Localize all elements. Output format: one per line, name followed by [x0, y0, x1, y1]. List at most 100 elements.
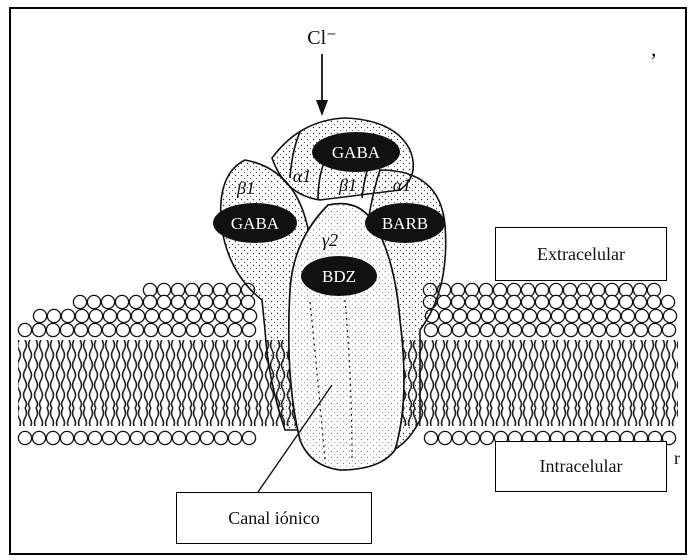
phospholipid-head [171, 295, 184, 308]
phospholipid-head [565, 309, 578, 322]
phospholipid-head [116, 431, 129, 444]
subunit-label-alpha1-right: α1 [393, 175, 411, 195]
phospholipid-head [578, 323, 591, 336]
phospholipid-head [621, 309, 634, 322]
phospholipid-head [171, 283, 184, 296]
subunit-label-beta1-left: β1 [236, 178, 255, 198]
phospholipid-head [452, 323, 465, 336]
phospholipid-head [438, 431, 451, 444]
phospholipid-head [87, 295, 100, 308]
phospholipid-head [605, 295, 618, 308]
intracellular-label: Intracelular [495, 441, 667, 492]
phospholipid-head [47, 309, 60, 322]
phospholipid-head [74, 431, 87, 444]
phospholipid-head [172, 323, 185, 336]
phospholipid-head [424, 323, 437, 336]
phospholipid-head [451, 283, 464, 296]
phospholipid-head [466, 323, 479, 336]
phospholipid-head [60, 323, 73, 336]
phospholipid-head [75, 309, 88, 322]
phospholipid-head [143, 295, 156, 308]
phospholipid-head [103, 309, 116, 322]
phospholipid-head [61, 309, 74, 322]
phospholipid-head [173, 309, 186, 322]
phospholipid-head [242, 431, 255, 444]
phospholipid-head [607, 309, 620, 322]
phospholipid-head [32, 431, 45, 444]
phospholipid-head [186, 431, 199, 444]
phospholipid-head [33, 309, 46, 322]
phospholipid-head [32, 323, 45, 336]
bdz-site-label: BDZ [322, 267, 356, 286]
phospholipid-head [563, 283, 576, 296]
phospholipid-head [662, 323, 675, 336]
extracellular-label: Extracelular [495, 227, 667, 281]
phospholipid-head [479, 295, 492, 308]
phospholipid-head [663, 309, 676, 322]
phospholipid-head [227, 283, 240, 296]
phospholipid-head [115, 295, 128, 308]
phospholipid-head [495, 309, 508, 322]
phospholipid-head [535, 283, 548, 296]
phospholipid-head [116, 323, 129, 336]
phospholipid-head [579, 309, 592, 322]
phospholipid-head [130, 431, 143, 444]
phospholipid-head [158, 323, 171, 336]
phospholipid-head [549, 295, 562, 308]
phospholipid-head [88, 431, 101, 444]
phospholipid-head [453, 309, 466, 322]
phospholipid-head [467, 309, 480, 322]
phospholipid-head [18, 431, 31, 444]
phospholipid-head [521, 295, 534, 308]
phospholipid-head [577, 283, 590, 296]
phospholipid-head [480, 431, 493, 444]
phospholipid-head [185, 295, 198, 308]
phospholipid-head [242, 323, 255, 336]
phospholipid-head [227, 295, 240, 308]
phospholipid-head [144, 323, 157, 336]
phospholipid-head [466, 431, 479, 444]
phospholipid-head [648, 323, 661, 336]
phospholipid-head [481, 309, 494, 322]
phospholipid-head [465, 283, 478, 296]
phospholipid-head [465, 295, 478, 308]
phospholipid-head [550, 323, 563, 336]
phospholipid-head [60, 431, 73, 444]
phospholipid-head [145, 309, 158, 322]
chloride-ion-label: Cl⁻ [307, 27, 336, 49]
phospholipid-head [243, 309, 256, 322]
phospholipid-head [591, 283, 604, 296]
gaba-site-top-label: GABA [332, 143, 381, 162]
phospholipid-head [494, 323, 507, 336]
phospholipid-head [593, 309, 606, 322]
phospholipid-head [439, 309, 452, 322]
phospholipid-head [549, 283, 562, 296]
phospholipid-head [18, 323, 31, 336]
phospholipid-head [521, 283, 534, 296]
phospholipid-head [228, 431, 241, 444]
phospholipid-head [493, 295, 506, 308]
chloride-arrow-head [316, 100, 328, 116]
phospholipid-head [507, 283, 520, 296]
phospholipid-head [451, 295, 464, 308]
phospholipid-head [633, 295, 646, 308]
phospholipid-head [480, 323, 493, 336]
phospholipid-head [493, 283, 506, 296]
phospholipid-head [74, 323, 87, 336]
phospholipid-head [199, 295, 212, 308]
phospholipid-head [649, 309, 662, 322]
phospholipid-head [214, 431, 227, 444]
phospholipid-head [551, 309, 564, 322]
phospholipid-head [159, 309, 172, 322]
phospholipid-head [635, 309, 648, 322]
phospholipid-head [158, 431, 171, 444]
phospholipid-head [88, 323, 101, 336]
phospholipid-head [479, 283, 492, 296]
phospholipid-head [129, 295, 142, 308]
phospholipid-head [200, 323, 213, 336]
phospholipid-head [157, 283, 170, 296]
subunit-label-beta1-center: β1 [338, 175, 357, 195]
phospholipid-head [606, 323, 619, 336]
phospholipid-head [535, 295, 548, 308]
